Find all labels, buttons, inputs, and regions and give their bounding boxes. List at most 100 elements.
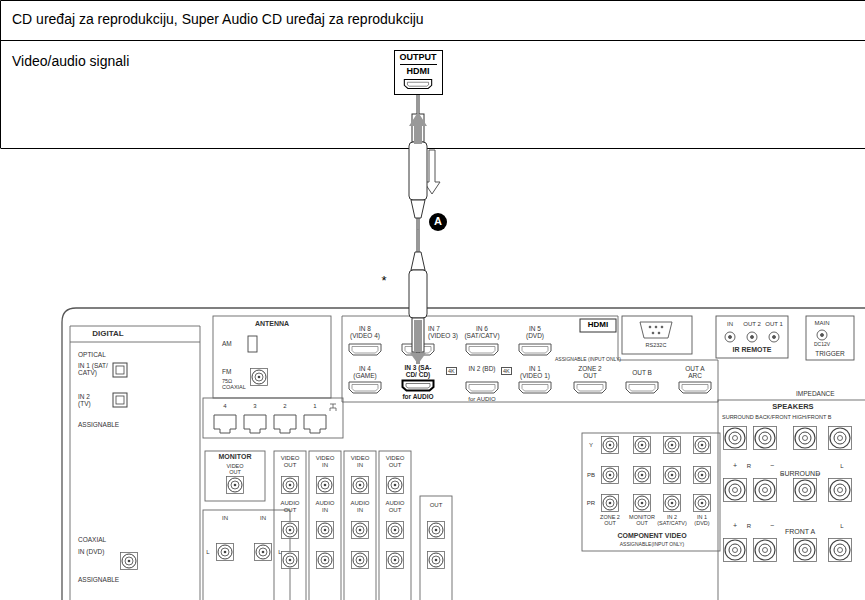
panel-label: L — [840, 463, 843, 470]
hdmi-port — [574, 382, 606, 393]
lan-port — [304, 415, 326, 433]
panel-label: MONITOR OUT — [627, 514, 657, 526]
panel-label: VIDEO OUT — [222, 463, 248, 475]
panel-label: VIDEO OUT — [382, 455, 408, 468]
panel-label: 2 — [283, 403, 286, 410]
panel-label: 4 — [223, 403, 226, 410]
component-jacks — [602, 437, 711, 512]
panel-label: VIDEO IN — [312, 455, 338, 468]
panel-label: L — [840, 523, 843, 530]
rca-jack — [255, 544, 272, 561]
rca-jack — [282, 522, 299, 539]
hdmi-port — [349, 344, 381, 355]
panel-label: DC12V — [814, 342, 830, 348]
panel-label: IN 4 (GAME) — [348, 365, 382, 379]
receiver-housing — [62, 308, 865, 600]
panel-label: for AUDIO — [468, 396, 495, 403]
panel-label: IN 8 (VIDEO 4) — [349, 325, 382, 339]
panel-label: IN 2 (BD) — [467, 365, 497, 372]
output-port-box: OUTPUTHDMI — [394, 50, 443, 95]
panel-label: CD uređaj za reprodukciju, Super Audio C… — [12, 12, 424, 27]
panel-label: 4K — [501, 367, 512, 375]
rca-jack — [352, 477, 369, 494]
panel-label: COAXIAL — [78, 536, 106, 543]
hdmi-port — [679, 382, 711, 393]
panel-label: ASSIGNABLE(INPUT ONLY) — [620, 542, 685, 548]
hdmi-port — [466, 344, 498, 355]
hdmi-socket — [403, 78, 433, 90]
rca-jack — [317, 552, 334, 569]
rca-jack — [227, 477, 244, 494]
panel-label: L — [206, 549, 209, 556]
panel-label: VIDEO OUT — [277, 455, 303, 468]
panel-label: AUDIO IN — [312, 500, 338, 513]
panel-label: R — [747, 463, 751, 470]
rca-jack — [352, 552, 369, 569]
rca-jack — [428, 522, 445, 539]
panel-label: AM — [222, 340, 232, 347]
panel-label: OUT A ARC — [683, 365, 707, 379]
fm-jack — [251, 369, 268, 386]
panel-label: 3 — [253, 403, 256, 410]
panel-label: IN 2 (SAT/CATV) — [657, 514, 687, 526]
rca-jack — [387, 522, 404, 539]
panel-label: TRIGGER — [815, 350, 845, 357]
antenna-section — [213, 316, 331, 398]
speaker-posts — [724, 427, 852, 562]
hdmi-plug — [409, 252, 427, 352]
hdmi-port — [519, 344, 551, 355]
panel-label: VIDEO IN — [347, 455, 373, 468]
panel-label: − — [770, 522, 774, 530]
lan-port — [274, 415, 296, 433]
panel-label: PR — [587, 500, 595, 507]
panel-label: SURROUND — [780, 470, 820, 478]
panel-label: OUT B — [632, 369, 652, 376]
panel-label: IN — [260, 515, 266, 522]
panel-label: RS232C — [646, 342, 667, 348]
hdmi-cable — [410, 95, 426, 364]
panel-label: SURROUND BACK/FRONT HIGH/FRONT B — [722, 414, 832, 420]
panel-label: HDMI — [588, 321, 608, 330]
port-label: HDMI — [400, 67, 437, 77]
panel-label: AUDIO OUT — [277, 500, 303, 513]
panel-label: ANTENNA — [255, 320, 289, 328]
rca-jack — [428, 552, 445, 569]
panel-label: DIGITAL — [92, 330, 123, 339]
rca-jack — [282, 552, 299, 569]
panel-label: Video/audio signali — [12, 54, 129, 69]
panel-label: 1 — [313, 403, 316, 410]
port-label: IN 3 (SA-CD/ CD) — [400, 364, 436, 378]
insert-arrow — [409, 112, 427, 144]
panel-label: IN (DVD) — [78, 548, 106, 555]
panel-label: + — [733, 522, 737, 530]
optical-port — [113, 363, 127, 377]
panel-label: ZONE 2 OUT — [596, 514, 624, 526]
rca-jack — [282, 477, 299, 494]
rca-jack — [317, 522, 334, 539]
panel-label: PB — [587, 472, 595, 479]
coaxial-jack — [121, 553, 138, 570]
video-audio-boxes — [203, 451, 452, 600]
port-label: for AUDIO — [400, 393, 436, 400]
panel-label: ZONE 2 OUT — [575, 365, 605, 379]
panel-label: ASSIGNABLE (INPUT ONLY) — [555, 357, 621, 363]
panel-label: IN 5 (DVD) — [520, 325, 550, 339]
panel-label: OUT 1 — [765, 321, 783, 328]
panel-label: 75Ω COAXIAL — [222, 378, 248, 390]
rca-jack — [387, 477, 404, 494]
digital-section — [70, 326, 200, 600]
speakers-section — [718, 400, 865, 600]
panel-label: IN 6 (SAT/CATV) — [460, 325, 504, 339]
panel-label: MONITOR — [219, 453, 252, 461]
rca-jack — [317, 477, 334, 494]
optical-port — [113, 393, 127, 407]
hdmi-port — [519, 382, 551, 393]
panel-label: 4K — [446, 367, 457, 375]
rca-jack — [387, 552, 404, 569]
panel-label: FM — [222, 368, 231, 375]
hdmi-in-port: IN 3 (SA-CD/ CD) for AUDIO — [400, 364, 436, 400]
panel-label: MAIN — [815, 320, 830, 327]
panel-label: IMPEDANCE — [796, 390, 835, 397]
lan-port — [214, 415, 236, 433]
panel-label: IN 1 (SAT/ CATV) — [78, 362, 108, 376]
